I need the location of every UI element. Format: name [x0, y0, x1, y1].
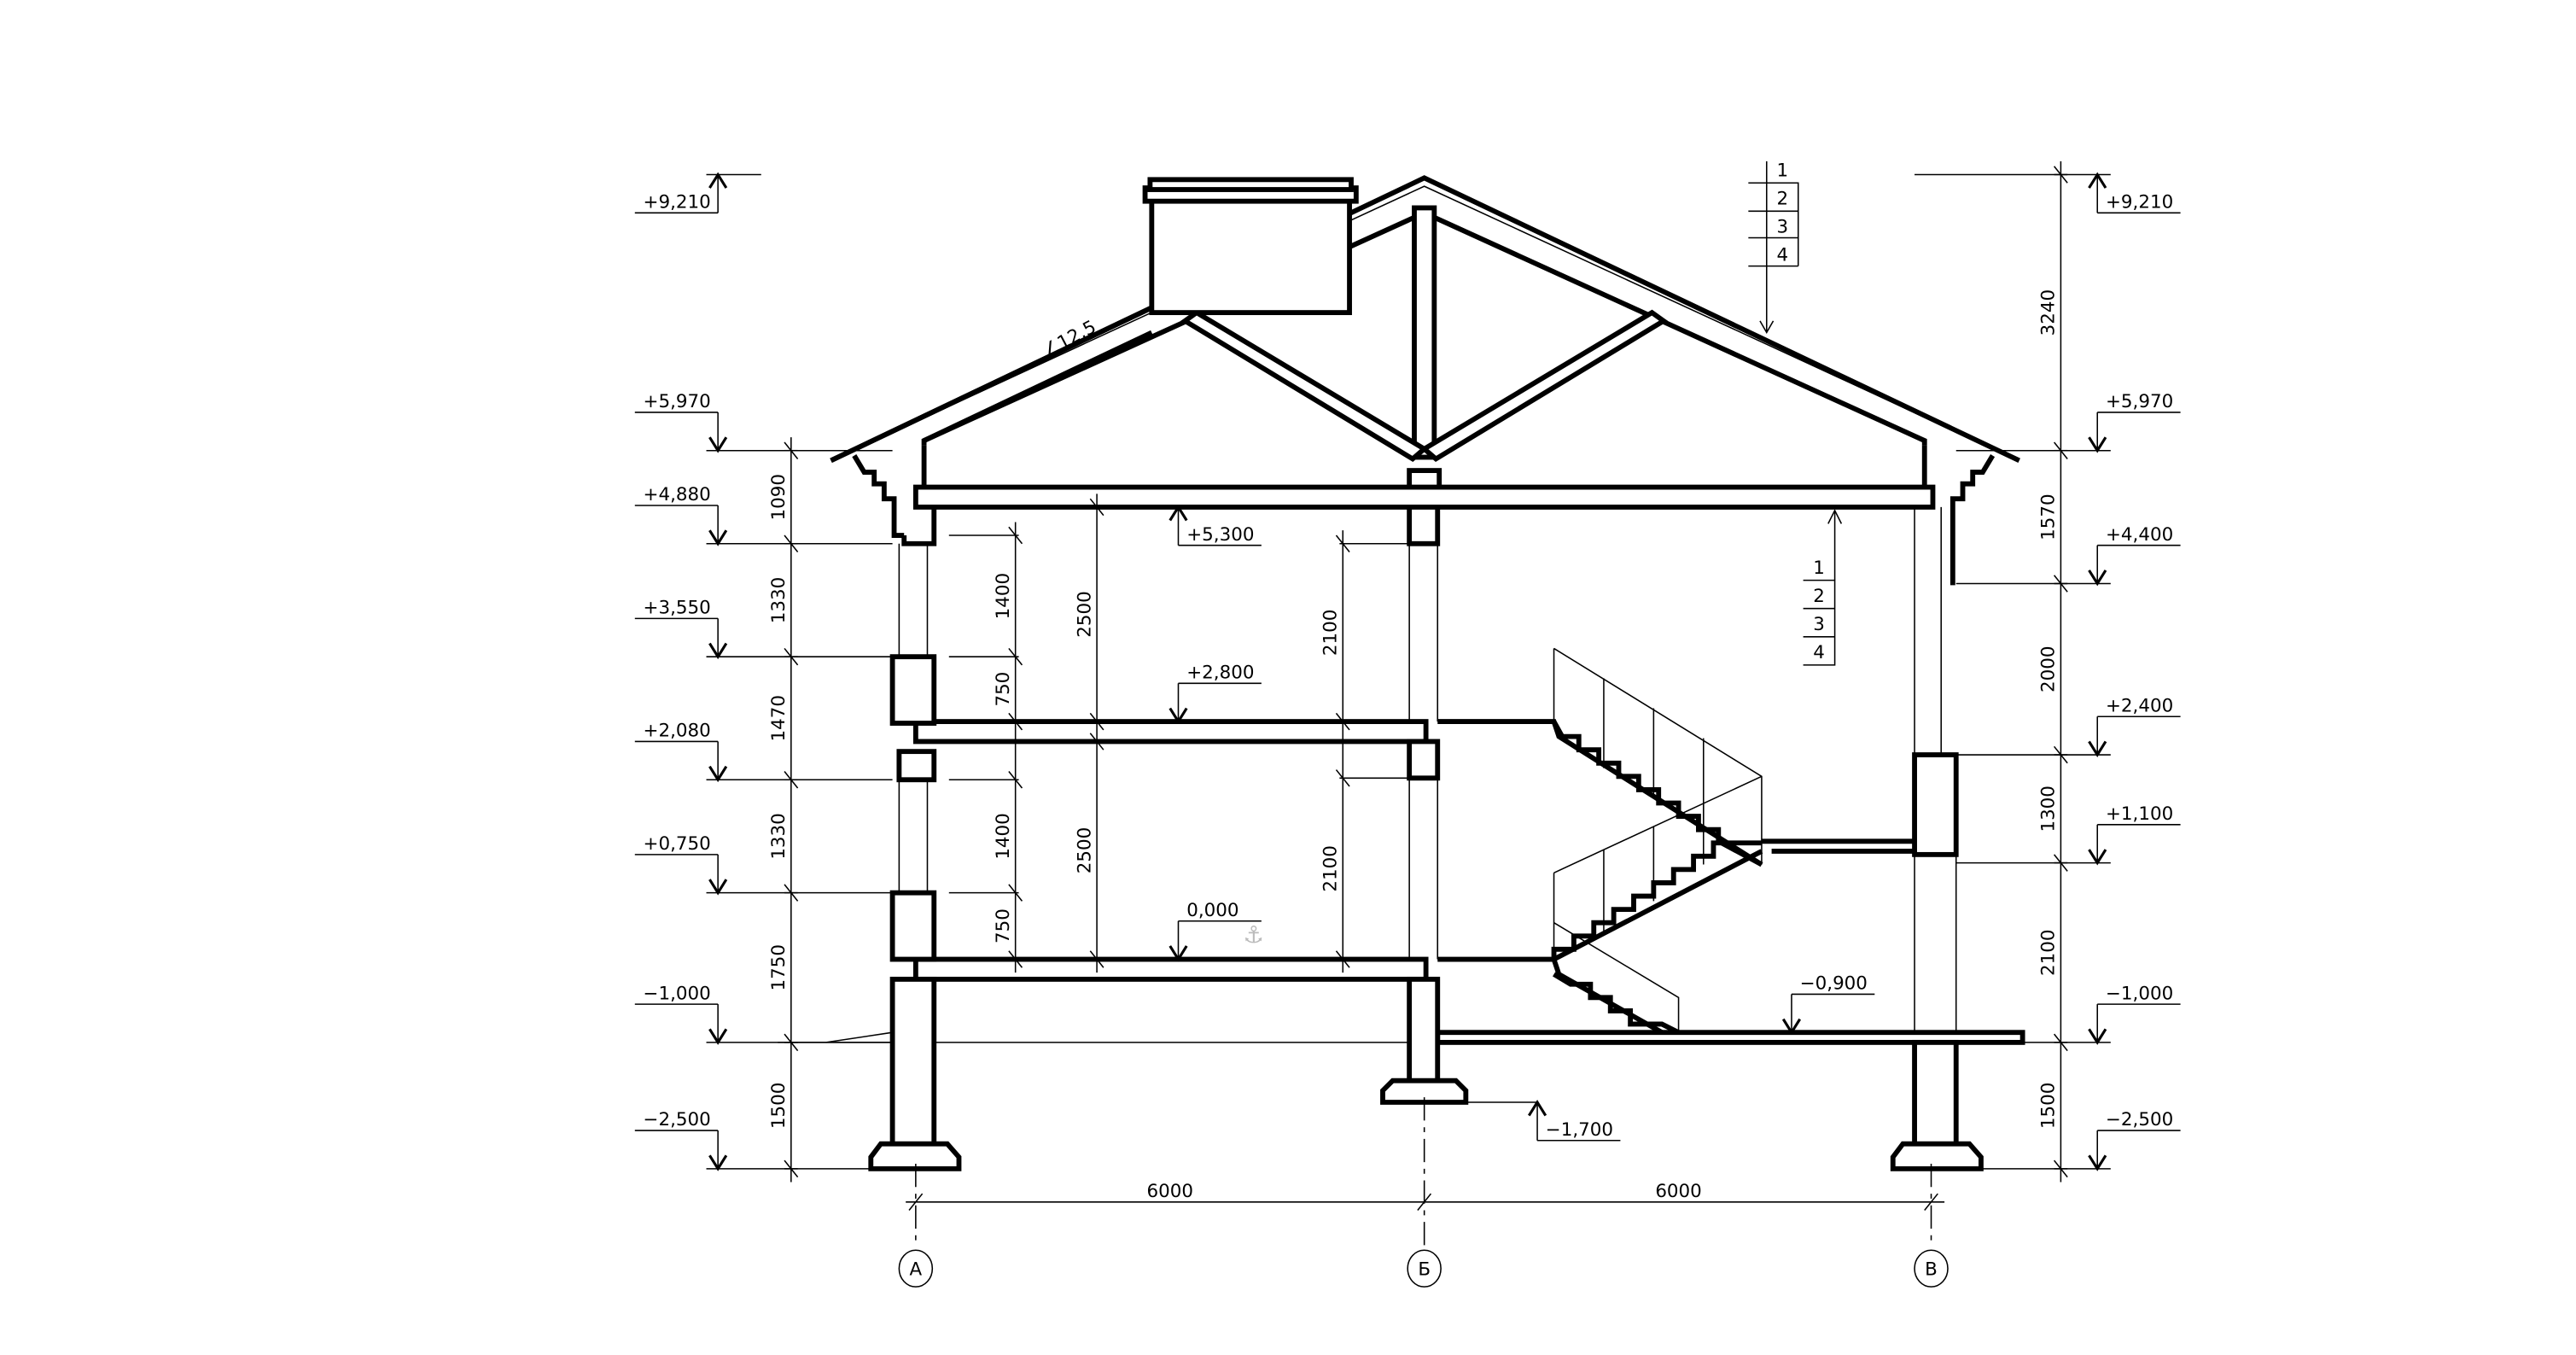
- dimension-label: 2500: [1074, 827, 1095, 873]
- axis-label-b: Б: [1418, 1259, 1431, 1280]
- roof-layer-1: 1: [1776, 160, 1788, 181]
- dimension-label: 2000: [2038, 646, 2060, 692]
- roof-layer-4: 4: [1776, 245, 1788, 266]
- level-mark-right: +4,400: [1955, 524, 2181, 587]
- level-label: +5,970: [2106, 391, 2173, 412]
- dim-bottom-2: 6000: [1655, 1181, 1701, 1202]
- floor-layer-4: 4: [1813, 642, 1825, 663]
- dimension-label: 2100: [1320, 610, 1341, 656]
- dimension-label: 2500: [1074, 591, 1095, 637]
- level-label: −1,700: [1546, 1119, 1613, 1141]
- level-mark-first-floor: 0,000: [1169, 900, 1262, 962]
- level-label: +4,400: [2106, 524, 2173, 546]
- level-label: 0,000: [1186, 900, 1238, 921]
- level-label: +5,300: [1186, 524, 1254, 546]
- level-label: −1,000: [644, 983, 711, 1004]
- level-mark-stair-landing: −0,900: [1781, 973, 1875, 1036]
- level-mark-footing: −1,700: [1466, 1100, 1621, 1142]
- dimension-label: 1570: [2038, 494, 2060, 540]
- chimney: [830, 177, 1359, 464]
- level-mark-left: +5,970: [634, 391, 893, 453]
- level-label: +2,080: [644, 721, 711, 742]
- level-label: −0,900: [1800, 973, 1868, 995]
- dimension-label: 1090: [768, 474, 790, 520]
- dimension-label: 750: [993, 672, 1014, 707]
- dimension-label: 1500: [2038, 1083, 2060, 1129]
- axis-bubble-a: [898, 1249, 934, 1288]
- dim-chain-right: 3240 1570 2000 1300 2100 1500: [2038, 161, 2068, 1183]
- dimension-label: 1500: [768, 1083, 790, 1129]
- roof-layers-callout: 1 2 3 4: [1748, 160, 1799, 335]
- roof-slope-label: ∠12,5: [1040, 317, 1100, 362]
- level-mark-left: −1,000: [634, 983, 893, 1045]
- dimension-chains: 1090133014701330175015003240157020001300…: [768, 161, 2068, 1183]
- dim-chain-windows: 1400 750 1400 750: [948, 522, 1023, 973]
- level-label: −2,500: [2106, 1109, 2173, 1130]
- anchor-icon: ⚓: [1243, 922, 1263, 949]
- level-label: +4,880: [644, 484, 711, 505]
- level-label: +9,210: [644, 191, 711, 213]
- dim-chain-door: 2100 2100: [1320, 530, 1410, 973]
- level-mark-second-floor: +2,800: [1169, 662, 1262, 725]
- dimension-label: 1400: [993, 573, 1014, 619]
- strut-right: [1419, 309, 1669, 463]
- floor-layer-3: 3: [1813, 614, 1825, 635]
- dimension-label: 1400: [993, 813, 1014, 859]
- dimension-label: 1470: [768, 695, 790, 741]
- strut-left: [1180, 309, 1429, 463]
- king-post: [1412, 205, 1437, 460]
- level-mark-right: +2,400: [1955, 695, 2181, 757]
- dimension-label: 3240: [2038, 289, 2060, 336]
- level-mark-left: +4,880: [634, 484, 893, 546]
- level-mark-right: −1,000: [1955, 983, 2181, 1045]
- level-mark-left: −2,500: [634, 1109, 893, 1171]
- floor-layers-callout: 1 2 3 4: [1803, 509, 1843, 666]
- walls: [778, 505, 1984, 1171]
- dimension-label: 1330: [768, 577, 790, 623]
- axis-label-v: В: [1925, 1259, 1938, 1280]
- dim-chain-storey: 2500 2500: [1074, 494, 1104, 973]
- level-label: +5,970: [644, 391, 711, 412]
- dim-bottom-1: 6000: [1147, 1181, 1193, 1202]
- dimension-label: 1750: [768, 944, 790, 990]
- level-label: +3,550: [644, 598, 711, 619]
- dim-chain-left: 1090 1330 1470 1330 1750 1500: [768, 437, 799, 1183]
- level-label: +2,400: [2106, 695, 2173, 716]
- roof-layer-3: 3: [1776, 217, 1788, 238]
- level-label: +1,100: [2106, 803, 2173, 825]
- level-mark-right: +9,210: [1915, 172, 2181, 214]
- floor-slabs: [912, 484, 2025, 1045]
- level-label: +9,210: [2106, 191, 2173, 213]
- level-label: −1,000: [2106, 983, 2173, 1004]
- level-mark-attic-ceiling: +5,300: [1169, 504, 1262, 546]
- dimension-label: 1300: [2038, 786, 2060, 832]
- level-label: +2,800: [1186, 662, 1254, 683]
- level-label: −2,500: [644, 1109, 711, 1130]
- dimension-label: 2100: [2038, 930, 2060, 976]
- level-marks: +9,210 +5,970 +4,880 +3,550 +2,080 +0,750 −1,0…: [634, 172, 2181, 1171]
- grid-axes: 6000 6000 А Б В: [898, 1097, 1949, 1288]
- floor-layer-2: 2: [1813, 586, 1825, 607]
- dimension-label: 2100: [1320, 845, 1341, 891]
- level-mark-right: −2,500: [1955, 1109, 2181, 1171]
- dimension-label: 750: [993, 908, 1014, 943]
- floor-layer-1: 1: [1813, 558, 1825, 579]
- level-mark-left: +0,750: [634, 833, 893, 896]
- staircase: [1551, 647, 1763, 1035]
- level-mark-left: +3,550: [634, 598, 893, 660]
- level-mark-left: +9,210: [634, 172, 761, 214]
- level-label: +0,750: [644, 833, 711, 855]
- dimension-label: 1330: [768, 813, 790, 859]
- level-mark-left: +2,080: [634, 721, 893, 783]
- axis-label-a: А: [910, 1259, 923, 1280]
- level-mark-right: +1,100: [1955, 803, 2181, 866]
- roof: [830, 175, 2020, 586]
- axis-bubble-b: [1407, 1249, 1442, 1288]
- roof-layer-2: 2: [1776, 189, 1788, 210]
- level-mark-right: +5,970: [1955, 391, 2181, 453]
- axis-bubble-v: [1914, 1249, 1949, 1288]
